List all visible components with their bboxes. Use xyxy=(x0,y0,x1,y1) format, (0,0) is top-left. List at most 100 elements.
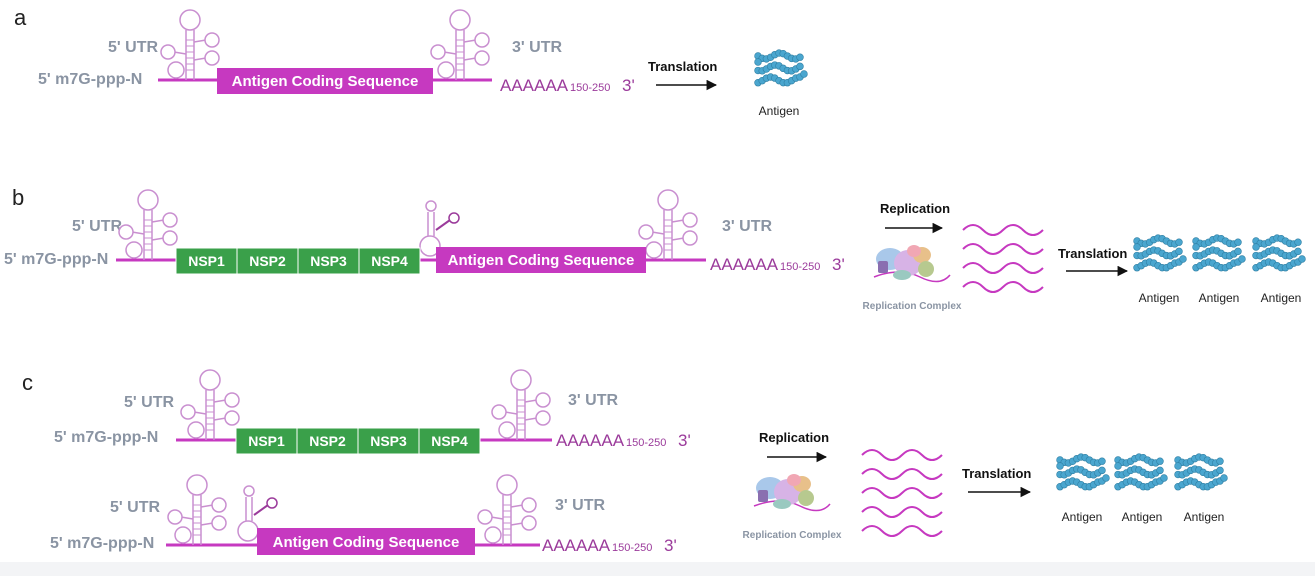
hairpin-loop xyxy=(510,369,532,391)
protein-bead xyxy=(1160,474,1168,482)
branch-stem xyxy=(200,504,214,508)
panel-a-coding-box xyxy=(217,68,433,94)
rna-copy xyxy=(861,468,943,480)
replication-complex-icon xyxy=(873,245,951,283)
hairpin-loop xyxy=(174,526,192,544)
complex-subunit xyxy=(907,245,921,257)
nsp-box xyxy=(358,247,421,275)
hairpin-loop xyxy=(645,241,663,259)
nsp-label: NSP4 xyxy=(431,433,468,449)
protein-bead xyxy=(1156,457,1164,465)
panel-b-translation-label: Translation xyxy=(1058,246,1127,261)
panel-c-translation-label: Translation xyxy=(962,466,1031,481)
branch-stem xyxy=(510,504,524,508)
panel-b-coding-label: Antigen Coding Sequence xyxy=(448,252,635,269)
branch-stem xyxy=(671,237,685,241)
hairpin-loop xyxy=(496,474,518,496)
panel-a-letter: a xyxy=(14,5,27,30)
replication-complex-icon xyxy=(753,474,831,512)
panel-c-letter: c xyxy=(22,370,33,395)
panel-b-antigen-label: Antigen xyxy=(1199,291,1240,305)
promoter-loop xyxy=(237,520,259,542)
hairpin-loop xyxy=(180,404,196,420)
rna-wave-icon xyxy=(861,449,943,537)
protein-bead xyxy=(1238,255,1246,263)
bottom-strip xyxy=(0,562,1315,576)
nsp-box xyxy=(296,427,359,455)
panel-a-antigen-label: Antigen xyxy=(759,104,800,118)
hairpin-loop xyxy=(474,50,490,66)
nsp-box xyxy=(235,427,298,455)
branch-stem xyxy=(490,516,504,520)
panel-c-trans-utr3-label: 3' UTR xyxy=(555,497,605,514)
antigen-protein-icon xyxy=(1252,234,1306,272)
protein-bead xyxy=(1114,462,1122,470)
subgenomic-promoter-loop-icon xyxy=(419,200,460,257)
hairpin-loop xyxy=(162,212,178,228)
nsp-label: NSP2 xyxy=(249,253,286,269)
panel-a-translation-label: Translation xyxy=(648,59,717,74)
complex-subunit xyxy=(878,261,888,273)
branch-stem xyxy=(151,219,165,223)
hairpin-loop xyxy=(125,241,143,259)
complex-subunit xyxy=(773,499,791,509)
hairpin-loop xyxy=(199,369,221,391)
panel-a-poly-a: AAAAAA xyxy=(500,76,569,95)
hairpin-loop xyxy=(167,509,183,525)
protein-bead xyxy=(1216,466,1224,475)
template-rna xyxy=(873,271,951,283)
hairpin-loop xyxy=(474,32,490,48)
rna-copy xyxy=(962,262,1044,274)
utr-stem-loop-icon xyxy=(180,369,240,440)
nsp-box xyxy=(236,247,299,275)
utr-stem-loop-icon xyxy=(491,369,551,440)
panel-c-coding-box xyxy=(257,528,475,555)
utr-stem-loop-icon xyxy=(118,189,178,260)
protein-bead xyxy=(1192,243,1200,251)
panel-c-trans-utr5-label: 5' UTR xyxy=(110,499,160,516)
panel-b-replication-label: Replication xyxy=(880,201,950,216)
hairpin-loop xyxy=(211,515,227,531)
branch-stem xyxy=(213,417,227,421)
branch-stem xyxy=(213,399,227,403)
panel-a-utr3-label: 3' UTR xyxy=(512,39,562,56)
hairpin-loop xyxy=(187,421,205,439)
panel-c-replicon-cap-label: 5' m7G-ppp-N xyxy=(54,429,158,446)
promoter-loop xyxy=(266,497,278,509)
antigen-protein-icon xyxy=(1174,453,1228,491)
rna-copy xyxy=(861,506,943,518)
branch-stem xyxy=(524,399,538,403)
protein-bead xyxy=(1252,243,1260,251)
hairpin-loop xyxy=(491,404,507,420)
protein-bead xyxy=(1294,238,1302,246)
protein-bead xyxy=(1175,238,1183,246)
hairpin-loop xyxy=(682,230,698,246)
hairpin-loop xyxy=(437,61,455,79)
hairpin-loop xyxy=(224,392,240,408)
branch-stem xyxy=(173,51,187,55)
protein-bead xyxy=(1098,457,1106,465)
panel-c-trans-poly-a-range: 150-250 xyxy=(612,542,652,554)
utr-stem-loop-icon xyxy=(477,474,537,545)
utr-stem-loop-icon xyxy=(638,189,698,260)
panel-c-replication-complex-label: Replication Complex xyxy=(743,530,842,541)
promoter-arm xyxy=(435,219,451,231)
branch-stem xyxy=(193,411,207,415)
panel-c-replicon-poly-a-range: 150-250 xyxy=(626,437,666,449)
complex-subunit xyxy=(893,270,911,280)
branch-stem xyxy=(463,39,477,43)
hairpin-loop xyxy=(186,474,208,496)
hairpin-loop xyxy=(521,497,537,513)
panel-c-antigen-label: Antigen xyxy=(1184,510,1225,524)
panel-c-replicon-utr3-label: 3' UTR xyxy=(568,392,618,409)
panel-b-poly-a-range: 150-250 xyxy=(780,261,820,273)
panel-b-poly-a: AAAAAA xyxy=(710,255,779,274)
branch-stem xyxy=(180,516,194,520)
antigen-protein-icon xyxy=(1192,234,1246,272)
protein-bead xyxy=(796,62,804,71)
protein-bead xyxy=(1056,462,1064,470)
hairpin-loop xyxy=(657,189,679,211)
subgenomic-promoter-loop-icon xyxy=(237,485,278,542)
panel-b-letter: b xyxy=(12,185,24,210)
